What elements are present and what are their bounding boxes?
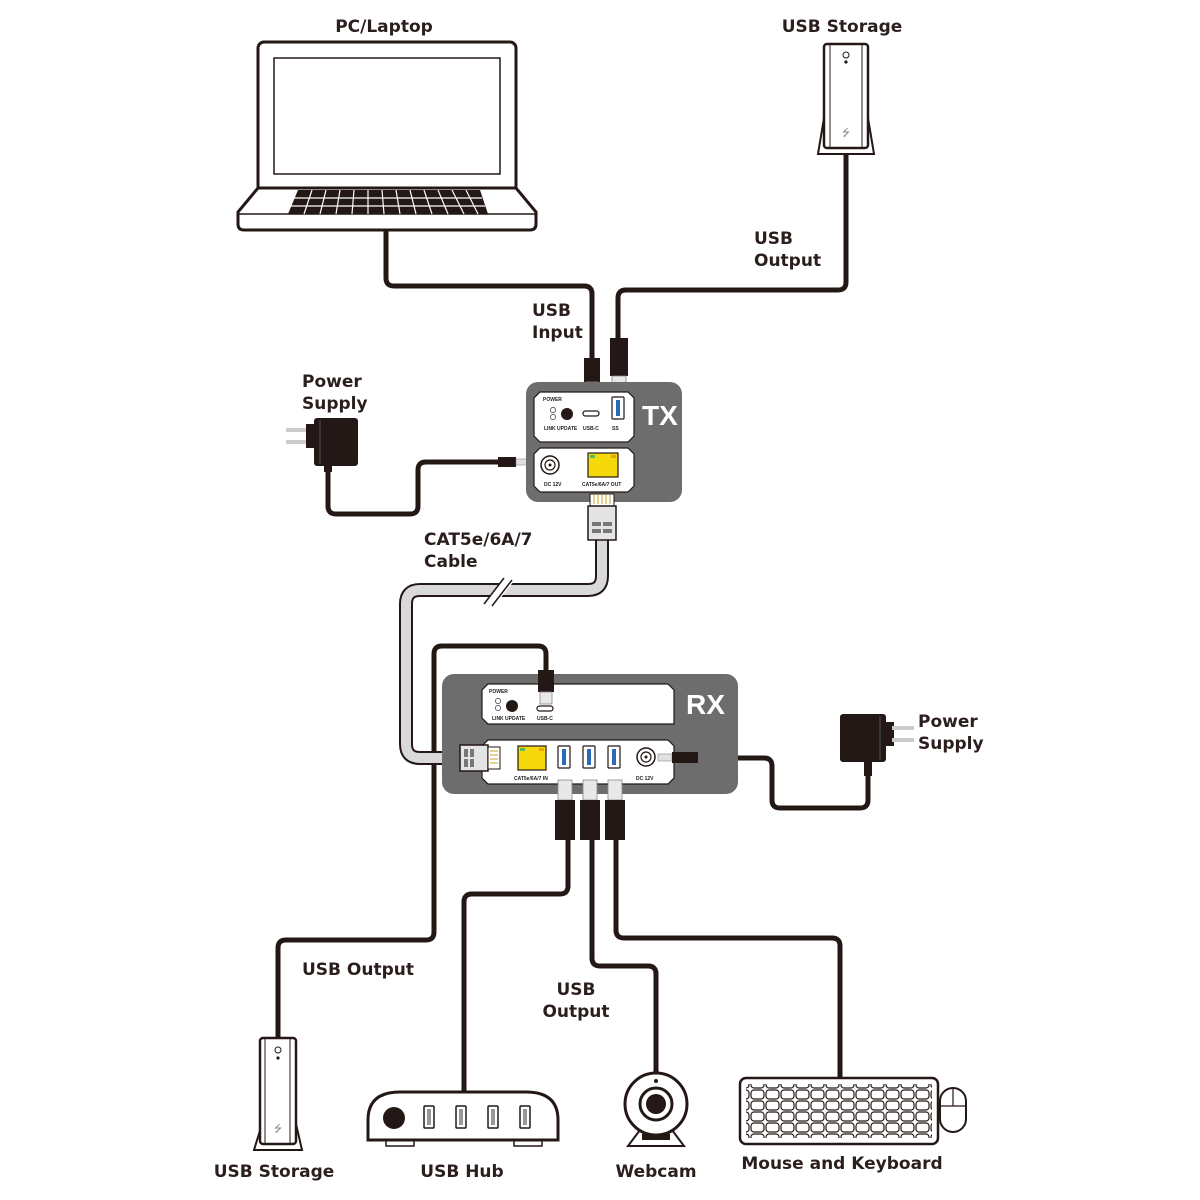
usb-output-center-label-line2: Output <box>542 1002 609 1022</box>
tx-power-label: POWER <box>543 397 562 403</box>
usb-c-plug-icon <box>538 670 554 705</box>
keyboard-icon <box>738 1076 940 1146</box>
usb-a-plug-icon <box>555 779 575 840</box>
rj45-plug-icon <box>587 493 617 541</box>
tx-usb-label: SS <box>612 426 619 432</box>
cable-pc-to-tx <box>383 225 595 363</box>
power-supply-rx-label-line1: Power <box>918 712 978 732</box>
usb-a-plug-icon <box>605 779 625 840</box>
dc-plug-icon <box>657 752 698 763</box>
usb-a-port[interactable] <box>582 745 596 769</box>
usb-output-center-label-line1: USB <box>556 980 595 1000</box>
rx-unit: POWER LINK UPDATE USB-C RX CAT5e/6A/7 IN… <box>442 674 738 794</box>
cat-cable-label-line1: CAT5e/6A/7 <box>424 530 533 550</box>
usb-c-port[interactable] <box>582 410 600 417</box>
tx-usbc-label: USB-C <box>583 426 599 432</box>
usb-c-port[interactable] <box>536 705 554 712</box>
tx-link-update-label: LINK UPDATE <box>544 426 578 432</box>
update-button[interactable] <box>506 700 518 712</box>
usb-hub-label: USB Hub <box>420 1162 503 1182</box>
usb-storage-bottom-label: USB Storage <box>214 1162 335 1182</box>
usb-storage-icon: ⭍ <box>252 1036 304 1151</box>
webcam-label: Webcam <box>615 1162 696 1182</box>
rx-cat-label: CAT5e/6A/7 IN <box>514 776 548 782</box>
cable-rx-to-keyboard <box>613 837 843 1083</box>
usb-a-port[interactable] <box>607 745 621 769</box>
usb-input-label-line1: USB <box>532 301 571 321</box>
svg-text:⭍: ⭍ <box>274 1123 282 1135</box>
cable-rx-usbc-loop <box>275 643 549 1043</box>
usb-hub-icon <box>366 1090 560 1147</box>
usb-a-port[interactable] <box>557 745 571 769</box>
svg-text:⭍: ⭍ <box>842 127 850 139</box>
usb-output-top-label-line2: Output <box>754 251 821 271</box>
cable-rx-to-webcam <box>589 837 659 1077</box>
power-adapter-icon <box>840 714 914 776</box>
rx-dc-label: DC 12V <box>636 776 654 782</box>
usb-output-top-label-line1: USB <box>754 229 793 249</box>
usb-a-plug-icon <box>580 779 600 840</box>
usb-storage-icon: ⭍ <box>816 42 876 155</box>
usb-storage-top-label: USB Storage <box>782 17 903 37</box>
cable-tx-to-usb-storage <box>615 149 849 343</box>
power-adapter-icon <box>286 418 533 472</box>
laptop-icon <box>236 40 538 232</box>
power-led-icon <box>495 698 501 704</box>
tx-dc-label: DC 12V <box>544 482 562 488</box>
cable-power-to-tx <box>325 459 503 517</box>
pc-label: PC/Laptop <box>335 17 433 37</box>
rx-power-label: POWER <box>489 689 508 695</box>
rx-link-update-label: LINK UPDATE <box>492 716 526 722</box>
tx-cat-label: CAT5e/6A/7 OUT <box>582 482 621 488</box>
power-led-icon <box>550 407 556 413</box>
power-supply-rx-label-line2: Supply <box>918 734 984 754</box>
rx-usbc-label: USB-C <box>537 716 553 722</box>
mouse-keyboard-label: Mouse and Keyboard <box>741 1154 942 1174</box>
cable-rx-power <box>697 755 871 811</box>
webcam-icon <box>623 1071 689 1147</box>
link-led-icon <box>550 414 556 420</box>
rj45-plug-icon <box>459 744 501 772</box>
tx-unit: POWER LINK UPDATE USB-C SS TX DC 12V CAT… <box>526 382 682 502</box>
tx-unit-name: TX <box>642 400 678 431</box>
mouse-icon <box>939 1087 967 1133</box>
cable-rx-to-hub <box>461 837 571 1097</box>
power-supply-tx-label-line1: Power <box>302 372 362 392</box>
cat-cable <box>399 540 609 765</box>
usb-input-label-line2: Input <box>532 323 583 343</box>
power-supply-tx-label-line2: Supply <box>302 394 368 414</box>
rx-unit-name: RX <box>686 689 725 720</box>
cat-cable-label-line2: Cable <box>424 552 477 572</box>
usb-output-left-label: USB Output <box>302 960 414 980</box>
update-button[interactable] <box>561 408 573 420</box>
link-led-icon <box>495 705 501 711</box>
